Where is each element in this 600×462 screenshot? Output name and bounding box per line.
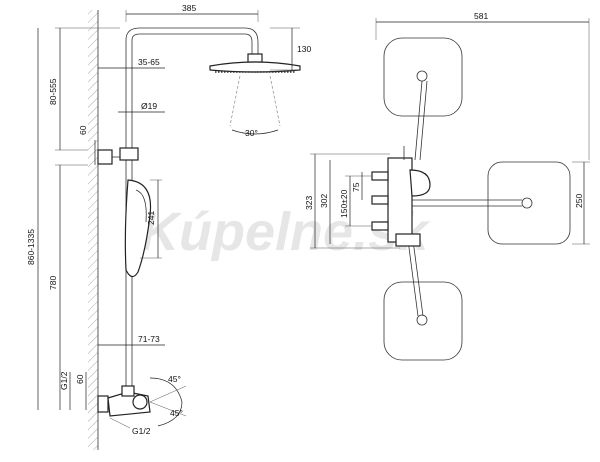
inlet-thread-bottom-label: G1/2 xyxy=(132,426,151,436)
overall-width-label: 581 xyxy=(474,11,488,21)
wall-bracket xyxy=(97,149,113,165)
head-position-upper xyxy=(383,37,463,117)
total-adjust-label: 860-1335 xyxy=(26,229,36,265)
column-body-top xyxy=(387,157,413,243)
head-position-right xyxy=(487,161,571,245)
head-size-label: 250 xyxy=(574,194,584,208)
spray-cone xyxy=(229,75,281,127)
watermark-text: Kúpelne.sk xyxy=(140,202,431,262)
tube-diameter-label: Ø19 xyxy=(141,101,157,111)
head-connector xyxy=(247,53,263,63)
mixer-handle xyxy=(132,394,148,410)
inlet-thread-left-label: G1/2 xyxy=(59,371,69,390)
head-height-label: 130 xyxy=(297,44,311,54)
rain-shower-head xyxy=(209,61,301,73)
arm-length-label: 385 xyxy=(182,3,196,13)
wall-inlet xyxy=(97,395,109,413)
rotation-top-label: 45° xyxy=(168,374,181,384)
column-label: 780 xyxy=(48,276,58,290)
bracket-top xyxy=(371,171,389,181)
inlet-spacing-label: 60 xyxy=(75,374,85,384)
rotation-arc xyxy=(149,377,183,427)
spray-angle-label: 30° xyxy=(245,128,258,138)
wall-hatch xyxy=(88,10,98,450)
wall-offset-label: 35-65 xyxy=(138,57,160,67)
hand-shower-label: 241 xyxy=(146,211,156,225)
upper-adjust-label: 80-555 xyxy=(48,78,58,105)
arm-upper xyxy=(414,80,423,161)
spray-angle-arc xyxy=(231,129,279,135)
shower-arm xyxy=(125,27,259,56)
hand-shower-top xyxy=(409,169,431,197)
mixer-outlet xyxy=(121,385,135,397)
slide-holder xyxy=(119,147,139,161)
inlet-spacing-top-label: 150±20 xyxy=(339,189,349,218)
mixer-offset-label: 71-73 xyxy=(138,334,160,344)
arm-lower xyxy=(407,239,419,317)
top-view: 581 250 323 302 xyxy=(304,11,590,361)
rotation-bottom-label: 45° xyxy=(170,408,183,418)
outer-height-label: 323 xyxy=(304,196,314,210)
side-view: 30° 385 130 35-65 Ø19 80-555 860-1335 60 xyxy=(26,3,311,450)
holder-height-label: 60 xyxy=(78,125,88,135)
head-position-lower xyxy=(383,281,463,361)
mixer-top xyxy=(395,233,421,247)
offset-label: 75 xyxy=(351,182,361,192)
hand-shower xyxy=(124,179,152,278)
inner-height-label: 302 xyxy=(319,194,329,208)
